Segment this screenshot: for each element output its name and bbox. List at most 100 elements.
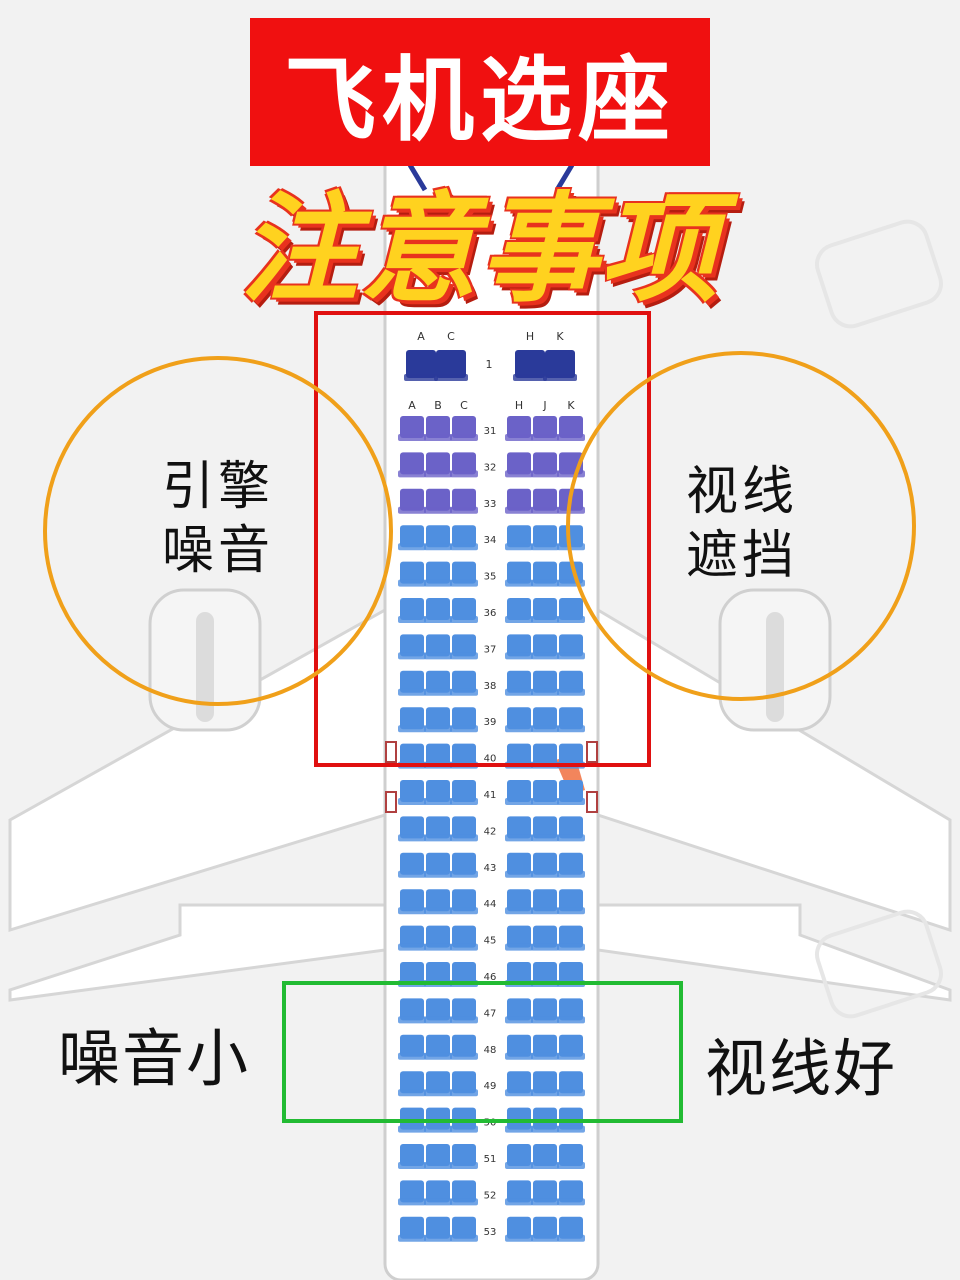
- seat-letter: H: [515, 399, 523, 412]
- seat: [507, 925, 531, 948]
- seat: [452, 889, 476, 912]
- seat-armrest: [513, 374, 547, 381]
- seat: [400, 962, 424, 984]
- row-number: 36: [484, 608, 497, 619]
- seat-armrest: [434, 374, 468, 381]
- seat-armrest: [531, 616, 559, 623]
- row-number: 53: [484, 1227, 497, 1238]
- seat-armrest: [531, 943, 559, 951]
- row-number: 45: [484, 936, 497, 947]
- seat: [559, 925, 583, 948]
- seat: [426, 707, 450, 730]
- seat: [426, 1071, 450, 1094]
- row-number: 47: [484, 1008, 497, 1019]
- seat-armrest: [450, 579, 478, 587]
- seat: [400, 925, 424, 948]
- seat: [533, 1034, 557, 1057]
- seat: [533, 634, 557, 657]
- seat-armrest: [505, 943, 533, 951]
- seat-armrest: [424, 1234, 452, 1242]
- seat-armrest: [450, 434, 478, 441]
- page-title: 飞机选座: [283, 46, 676, 154]
- row-number: 44: [484, 899, 497, 910]
- row-number: 51: [484, 1154, 497, 1165]
- seat-armrest: [450, 798, 478, 805]
- seat-armrest: [424, 616, 452, 623]
- seat: [559, 998, 583, 1021]
- seat: [426, 634, 450, 657]
- row-number: 50: [484, 1118, 497, 1129]
- seat: [559, 670, 583, 693]
- seat: [507, 598, 531, 620]
- seat-armrest: [505, 725, 533, 733]
- seat-armrest: [450, 1016, 478, 1024]
- seat-armrest: [557, 1089, 585, 1097]
- seat: [507, 525, 531, 548]
- seat-armrest: [505, 506, 533, 514]
- seat: [426, 1180, 450, 1203]
- seat-armrest: [505, 543, 533, 551]
- seat-armrest: [398, 1162, 426, 1169]
- low-noise-label: 噪音小: [58, 1022, 251, 1095]
- seat-armrest: [398, 1089, 426, 1097]
- seat: [452, 816, 476, 839]
- view-blocked-label-line2: 遮挡: [685, 526, 798, 586]
- row-number: 33: [484, 499, 497, 510]
- seat-armrest: [557, 470, 585, 478]
- seat-armrest: [424, 870, 452, 878]
- row-number: 43: [484, 863, 497, 874]
- seat-armrest: [557, 1234, 585, 1242]
- tail-band-left: [8, 903, 387, 1002]
- seat-armrest: [424, 543, 452, 551]
- seat: [426, 962, 450, 984]
- seat-armrest: [398, 798, 426, 805]
- seat-armrest: [505, 434, 533, 441]
- seat: [559, 707, 583, 730]
- seat: [426, 598, 450, 620]
- seat-armrest: [450, 834, 478, 842]
- seat-armrest: [398, 579, 426, 587]
- seat-armrest: [557, 434, 585, 441]
- seat-armrest: [505, 1052, 533, 1060]
- seat: [559, 598, 583, 620]
- seat-armrest: [424, 834, 452, 842]
- seat-armrest: [424, 798, 452, 805]
- seat: [426, 525, 450, 548]
- seat-armrest: [398, 434, 426, 441]
- engine-noise-label-line1: 引擎: [161, 457, 274, 517]
- row-number: 32: [484, 462, 497, 473]
- seat-armrest: [505, 1016, 533, 1024]
- seat-armrest: [531, 1125, 559, 1133]
- seat-armrest: [398, 1125, 426, 1133]
- exit-mark: [586, 741, 598, 763]
- seat-armrest: [450, 870, 478, 878]
- seat: [452, 852, 476, 875]
- row-number: 52: [484, 1190, 497, 1201]
- seat-armrest: [450, 907, 478, 915]
- seat: [400, 852, 424, 875]
- seat-armrest: [398, 652, 426, 660]
- seat-armrest: [398, 943, 426, 951]
- seat: [426, 889, 450, 912]
- seat-armrest: [505, 834, 533, 842]
- seat-armrest: [557, 1052, 585, 1060]
- engine-noise-label-line2: 噪音: [161, 521, 274, 581]
- seat: [507, 1107, 531, 1130]
- seat: [406, 350, 436, 378]
- seat-armrest: [398, 1234, 426, 1242]
- seat: [507, 998, 531, 1021]
- seat: [507, 416, 531, 438]
- seat: [507, 452, 531, 475]
- seat: [452, 598, 476, 620]
- seat: [507, 1180, 531, 1203]
- seat: [426, 743, 450, 766]
- seat-armrest: [424, 579, 452, 587]
- seat: [426, 670, 450, 693]
- seat: [400, 1180, 424, 1203]
- seat: [452, 925, 476, 948]
- seat: [436, 350, 466, 378]
- seat-armrest: [531, 688, 559, 696]
- seat: [507, 1071, 531, 1094]
- seat-armrest: [424, 434, 452, 441]
- seat: [533, 707, 557, 730]
